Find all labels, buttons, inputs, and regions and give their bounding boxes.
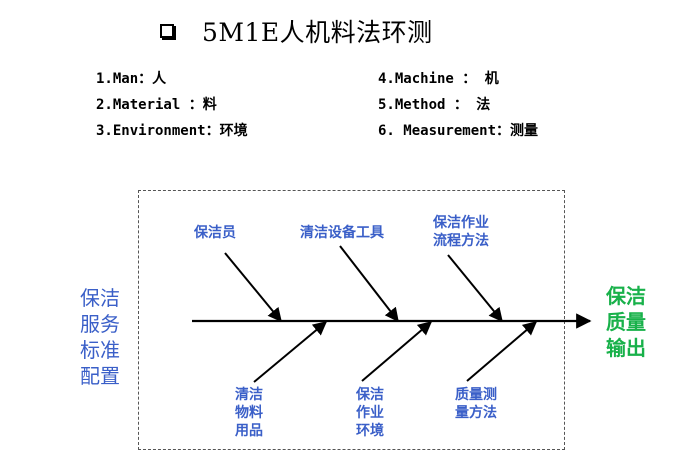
bone-bottom-2 xyxy=(361,321,433,382)
bone-bottom-3 xyxy=(466,321,538,382)
output-label: 保洁 质量 输出 xyxy=(606,284,646,360)
factor-item-environment: 3.Environment：环境 xyxy=(96,123,248,139)
factor-list: 1.Man：人 2.Material ：料 3.Environment：环境 4… xyxy=(96,64,616,144)
factor-item-measurement: 6. Measurement：测量 xyxy=(378,123,539,139)
cause-bottom-2: 保洁 作业 环境 xyxy=(356,387,384,439)
factor-item-material: 2.Material ：料 xyxy=(96,97,217,113)
cause-top-1: 保洁员 xyxy=(194,225,236,241)
cause-top-2: 清洁设备工具 xyxy=(300,225,384,241)
cause-bottom-3: 质量测 量方法 xyxy=(455,387,497,421)
bone-top-3 xyxy=(447,254,503,323)
cause-top-3: 保洁作业 流程方法 xyxy=(433,215,489,249)
bone-top-2 xyxy=(339,245,399,323)
factor-item-machine: 4.Machine ： 机 xyxy=(378,71,499,87)
factor-item-man: 1.Man：人 xyxy=(96,71,167,87)
input-label: 保洁 服务 标准 配置 xyxy=(80,286,120,388)
factor-item-method: 5.Method ： 法 xyxy=(378,97,491,113)
bone-top-1 xyxy=(224,252,282,323)
slide-title: 5M1E人机料法环测 xyxy=(202,18,433,47)
title-row: 5M1E人机料法环测 xyxy=(160,14,433,48)
square-bullet-icon xyxy=(160,24,174,38)
bone-bottom-1 xyxy=(253,321,328,383)
cause-bottom-1: 清洁 物料 用品 xyxy=(235,387,263,439)
